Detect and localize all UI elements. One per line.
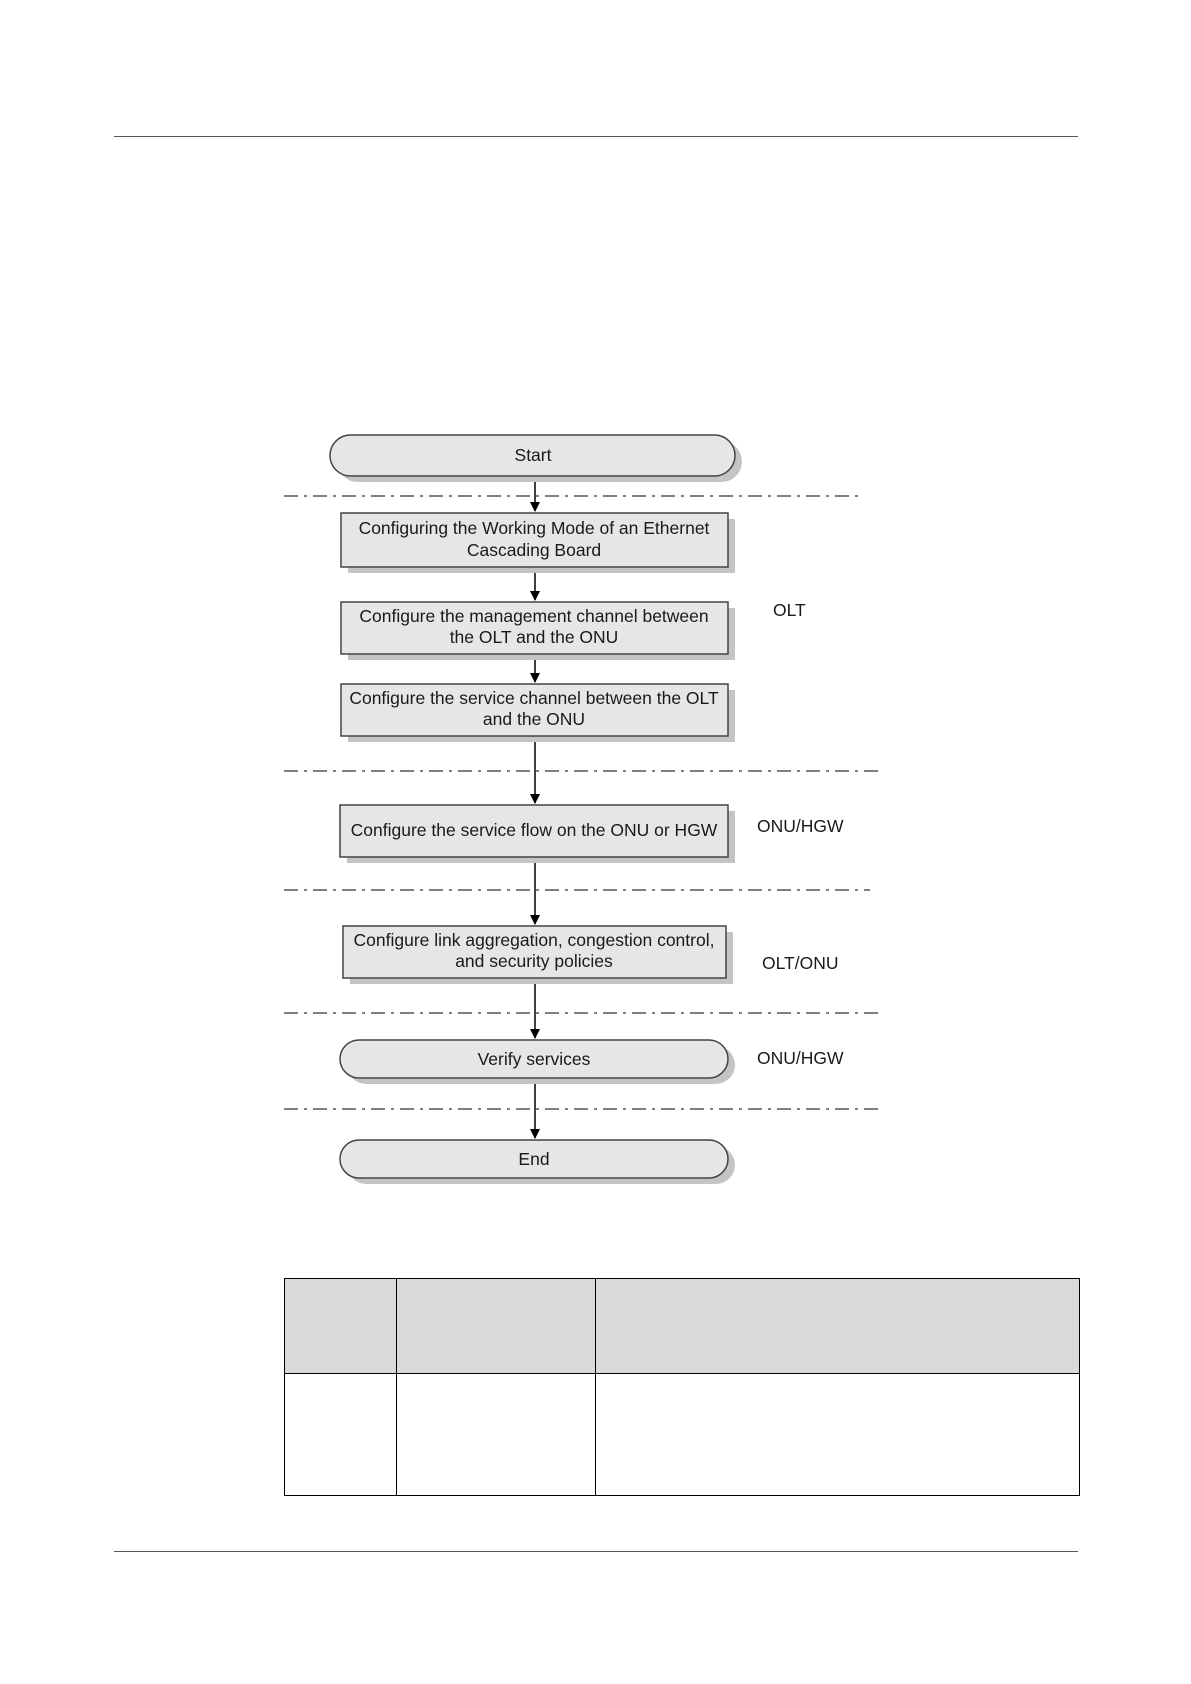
table-header-cell — [284, 1278, 397, 1374]
verify-terminator: Verify services — [339, 1039, 735, 1084]
process-step-management-channel: Configure the management channel between… — [340, 601, 735, 660]
header-rule — [114, 136, 1078, 137]
verify-label: Verify services — [478, 1049, 591, 1069]
end-terminator: End — [339, 1139, 735, 1184]
table-header-cell — [396, 1278, 596, 1374]
process-step-link-aggregation: Configure link aggregation, congestion c… — [342, 925, 733, 984]
step-text: Configure the service flow on the ONU or… — [351, 820, 718, 840]
table-header-row — [284, 1278, 1080, 1374]
start-terminator: Start — [329, 434, 742, 482]
step-text: Cascading Board — [467, 540, 601, 560]
table-cell — [396, 1373, 596, 1496]
step-text: Configuring the Working Mode of an Ether… — [359, 518, 710, 538]
zone-label-olt: OLT — [773, 600, 806, 620]
zone-label-olt-onu: OLT/ONU — [762, 953, 839, 973]
step-text: and the ONU — [483, 709, 585, 729]
step-text: Configure link aggregation, congestion c… — [354, 930, 715, 950]
end-label: End — [518, 1149, 549, 1169]
footer-rule — [114, 1551, 1078, 1552]
step-text: Configure the management channel between — [359, 606, 708, 626]
step-text: and security policies — [455, 951, 613, 971]
table-row — [284, 1373, 1080, 1496]
zone-label-onu-hgw-verify: ONU/HGW — [757, 1048, 844, 1068]
table-cell — [284, 1373, 397, 1496]
process-step-service-channel: Configure the service channel between th… — [340, 683, 735, 742]
step-text: the OLT and the ONU — [450, 627, 619, 647]
process-step-working-mode: Configuring the Working Mode of an Ether… — [340, 512, 735, 573]
zone-label-onu-hgw: ONU/HGW — [757, 816, 844, 836]
info-table — [284, 1278, 1080, 1496]
process-step-service-flow: Configure the service flow on the ONU or… — [339, 804, 735, 863]
table-header-cell — [595, 1278, 1080, 1374]
start-label: Start — [515, 445, 552, 465]
step-text: Configure the service channel between th… — [349, 688, 719, 708]
table-cell — [595, 1373, 1080, 1496]
